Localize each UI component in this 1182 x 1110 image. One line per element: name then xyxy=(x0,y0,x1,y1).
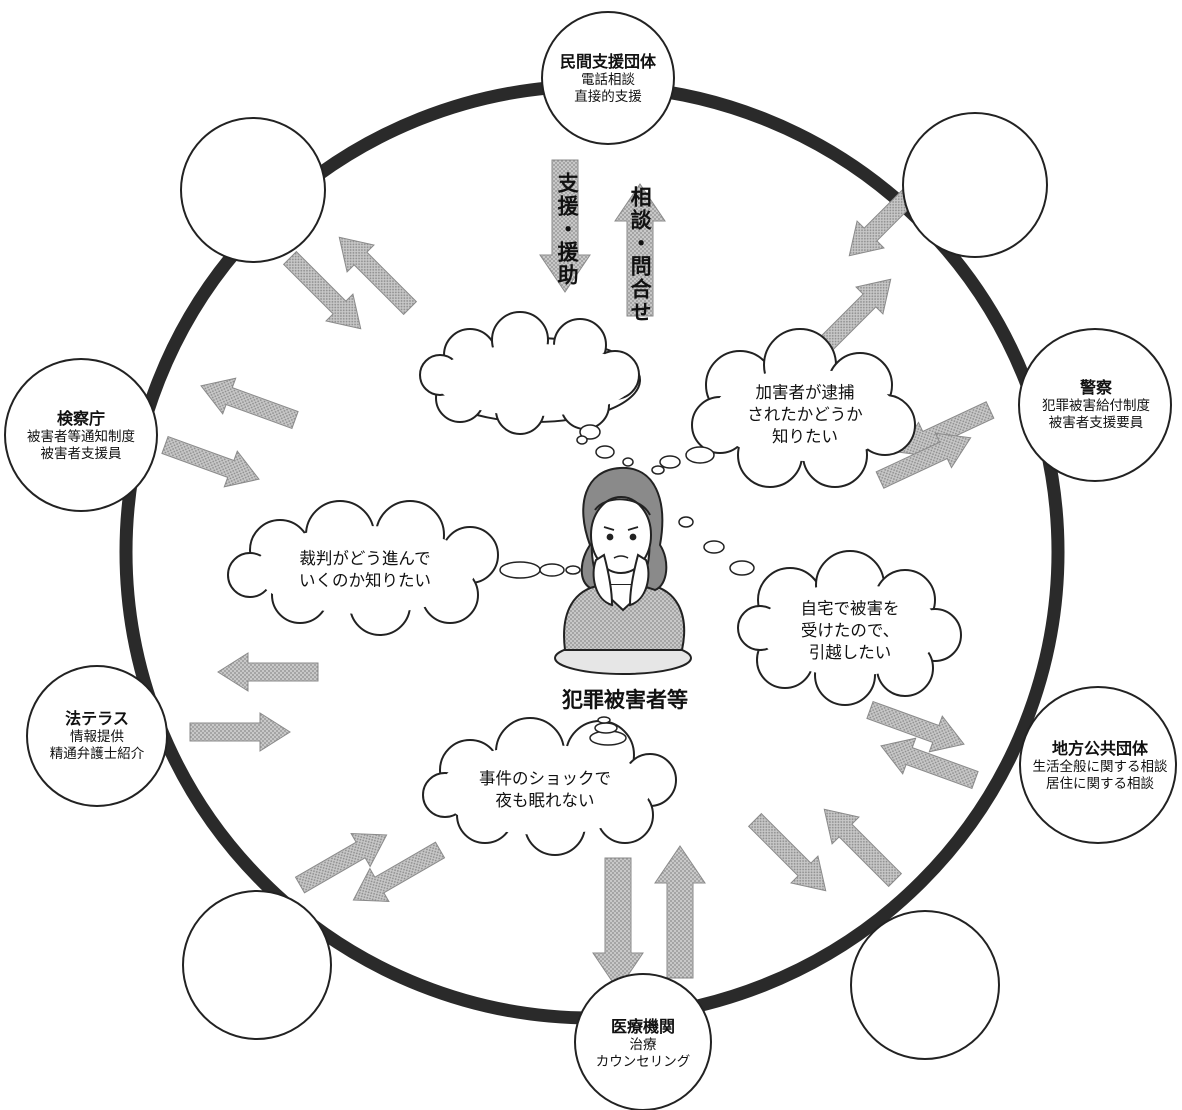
thought-move-line-3: 引越したい xyxy=(808,643,892,663)
org-local-gov-title: 地方公共団体 xyxy=(1051,739,1148,759)
thought-arrest: 加害者が逮捕 されたかどうか 知りたい xyxy=(715,368,895,462)
org-private: 民間支援団体 電話相談 直接的支援 xyxy=(546,42,670,116)
org-prosecutors-line-2: 被害者支援員 xyxy=(40,446,122,462)
org-prosecutors-line-1: 被害者等通知制度 xyxy=(27,429,135,446)
cloud-arrest xyxy=(691,328,916,488)
circle-private xyxy=(541,11,675,145)
thought-shock-line-2: 夜も眠れない xyxy=(495,791,595,810)
thought-trial: 裁判がどう進んで いくのか知りたい xyxy=(260,538,470,602)
org-local-gov-line-2: 居住に関する相談 xyxy=(1046,776,1154,792)
arrow-pair-medical xyxy=(592,845,706,991)
circle-empty-upper-right xyxy=(902,112,1048,258)
circle-houterasu xyxy=(26,665,168,807)
consult-arrow-label: 相談・問合せ xyxy=(628,186,653,324)
org-police-title: 警察 xyxy=(1079,378,1112,398)
org-police: 警察 犯罪被害給付制度 被害者支援要員 xyxy=(1020,366,1172,444)
circle-empty-lower-right xyxy=(850,910,1000,1060)
cloud-shock xyxy=(422,717,677,856)
thought-move-line-1: 自宅で被害を xyxy=(800,598,900,618)
thought-arrest-line-3: 知りたい xyxy=(772,427,838,447)
arrow-pair-prosecutors xyxy=(158,367,302,498)
org-private-line-1: 電話相談 xyxy=(581,72,635,89)
circle-empty-upper-left xyxy=(180,117,326,263)
org-prosecutors: 検察庁 被害者等通知制度 被害者支援員 xyxy=(4,398,158,474)
org-medical-title: 医療機関 xyxy=(610,1017,675,1037)
cloud-move xyxy=(737,550,962,706)
thought-trails xyxy=(499,424,755,746)
circle-medical xyxy=(574,973,712,1110)
cloud-empty xyxy=(419,311,641,435)
org-police-line-1: 犯罪被害給付制度 xyxy=(1042,398,1150,415)
org-houterasu: 法テラス 情報提供 精通弁護士紹介 xyxy=(30,698,164,774)
circle-prosecutors xyxy=(4,358,158,512)
org-medical-line-2: カウンセリング xyxy=(595,1054,691,1070)
thought-shock-line-1: 事件のショックで xyxy=(479,768,611,788)
org-private-title: 民間支援団体 xyxy=(559,52,656,72)
thought-arrest-line-2: されたかどうか xyxy=(747,404,863,424)
arrow-pair-local-gov xyxy=(863,691,982,799)
org-houterasu-line-1: 情報提供 xyxy=(70,729,124,746)
thought-move: 自宅で被害を 受けたので、 引越したい xyxy=(770,584,930,678)
thought-trial-line-1: 裁判がどう進んで xyxy=(299,548,431,568)
org-houterasu-line-2: 精通弁護士紹介 xyxy=(49,746,145,762)
circle-empty-lower-left xyxy=(182,890,332,1040)
org-local-gov: 地方公共団体 生活全般に関する相談 居住に関する相談 xyxy=(1022,728,1178,804)
arrow-pair-houterasu xyxy=(189,652,319,752)
org-medical: 医療機関 治療 カウンセリング xyxy=(578,1008,708,1080)
org-medical-line-1: 治療 xyxy=(629,1037,657,1054)
arrow-pair-lower-right xyxy=(741,795,909,905)
victim-label: 犯罪被害者等 xyxy=(562,688,688,712)
org-private-line-2: 直接的支援 xyxy=(574,89,642,105)
arrow-pair-lower-left xyxy=(290,818,450,917)
cloud-trial xyxy=(227,500,499,636)
org-local-gov-line-1: 生活全般に関する相談 xyxy=(1032,759,1168,776)
victim-figure xyxy=(554,466,692,675)
org-houterasu-title: 法テラス xyxy=(65,709,129,729)
thought-trial-line-2: いくのか知りたい xyxy=(299,571,431,590)
org-prosecutors-title: 検察庁 xyxy=(56,409,105,429)
support-arrow-label: 支援・援助 xyxy=(555,172,580,287)
thought-move-line-2: 受けたので、 xyxy=(800,620,900,640)
circle-police xyxy=(1018,328,1172,482)
org-police-line-2: 被害者支援要員 xyxy=(1048,415,1144,431)
thought-arrest-line-1: 加害者が逮捕 xyxy=(755,382,855,402)
thought-shock: 事件のショックで 夜も眠れない xyxy=(450,758,640,822)
circle-local-gov xyxy=(1019,686,1177,844)
